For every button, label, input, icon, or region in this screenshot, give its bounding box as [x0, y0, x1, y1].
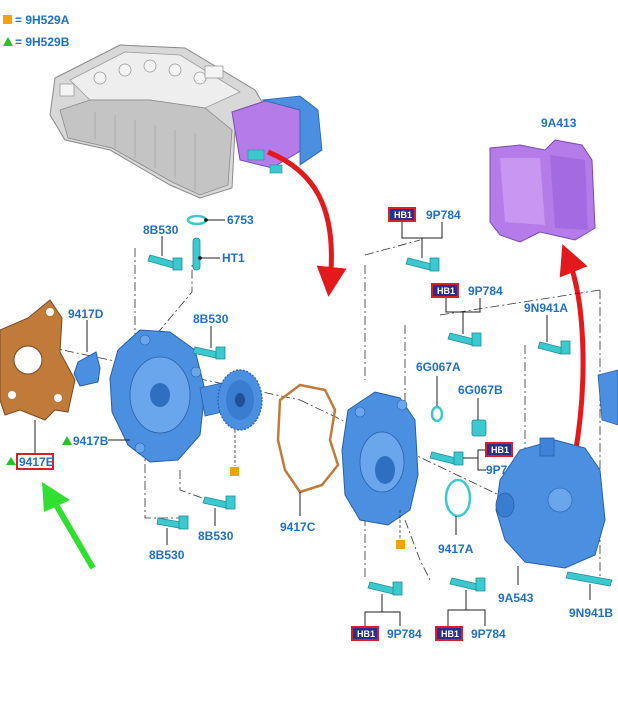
label-9n941a: 9N941A — [524, 301, 568, 315]
gear — [199, 369, 263, 466]
bolt-8b530-top — [147, 254, 183, 271]
label-9417e: 9417E — [19, 455, 54, 469]
oring-9417a — [444, 478, 472, 518]
hb1-tag-b-text: HB1 — [437, 286, 455, 296]
bolt-8b530-low1 — [156, 515, 189, 530]
label-9417c: 9417C — [280, 520, 316, 534]
hb1-tag-a — [388, 207, 416, 222]
triangle-marker-9417e — [6, 457, 16, 465]
oring-6753 — [186, 214, 208, 226]
label-9p784-a: 9P784 — [426, 208, 461, 222]
bracket-partial — [597, 369, 618, 426]
label-9a543: 9A543 — [498, 591, 534, 605]
hb1-tag-c — [485, 442, 513, 457]
label-6753: 6753 — [227, 213, 254, 227]
green-arrow — [42, 482, 96, 570]
fuel-pump-9a543 — [495, 437, 606, 569]
highlight-box-9417e — [16, 453, 54, 470]
label-ht1: HT1 — [222, 251, 245, 265]
label-9417b: 9417B — [73, 434, 109, 448]
label-8b530-mid: 8B530 — [193, 312, 229, 326]
cover-9a413 — [489, 139, 596, 243]
bolt-8b530-low2 — [202, 495, 236, 510]
label-9a413: 9A413 — [541, 116, 577, 130]
bolt-9p784-a — [405, 257, 440, 272]
bolt-9p784-b — [447, 332, 482, 347]
label-9417d: 9417D — [68, 307, 104, 321]
pin-ht1 — [192, 237, 201, 271]
bolt-9p784-e — [449, 577, 486, 592]
label-8b530-low2: 8B530 — [198, 529, 234, 543]
bolt-9n941a — [537, 340, 571, 355]
hb1-tag-e-text: HB1 — [441, 629, 459, 639]
label-6g067a: 6G067A — [416, 360, 461, 374]
label-9p784-d: 9P784 — [387, 627, 422, 641]
bolt-9p784-d — [367, 581, 403, 596]
label-9p784-b: 9P784 — [468, 284, 503, 298]
label-6g067b: 6G067B — [458, 383, 503, 397]
legend: = 9H529A = 9H529B — [3, 13, 70, 49]
label-8b530-top: 8B530 — [143, 223, 179, 237]
red-arrow-up — [559, 244, 588, 456]
legend-label-9h529b: = 9H529B — [15, 35, 70, 49]
label-9417a: 9417A — [438, 542, 474, 556]
label-9p784-e: 9P784 — [471, 627, 506, 641]
triangle-marker-9417b — [62, 436, 72, 445]
hb1-tag-b — [431, 283, 459, 298]
square-marker-gear — [230, 467, 239, 476]
gasket-9417e — [0, 299, 76, 421]
bolt-9n941b — [565, 571, 613, 587]
legend-label-9h529a: = 9H529A — [15, 13, 70, 27]
label-8b530-low1: 8B530 — [149, 548, 185, 562]
hb1-tag-e — [435, 626, 463, 641]
gasket-9417c — [276, 383, 340, 494]
pump-housing-9417b — [109, 329, 206, 463]
adapter-housing — [341, 391, 419, 526]
ring-6g067a — [430, 405, 444, 423]
square-marker-adapter — [396, 540, 405, 549]
hb1-tag-d — [351, 626, 379, 641]
red-arrow-down — [267, 149, 347, 297]
legend-square-icon — [3, 15, 12, 24]
plug-6g067b — [471, 419, 487, 437]
bolt-8b530-mid — [192, 346, 226, 360]
hb1-tag-c-text: HB1 — [491, 445, 509, 455]
hb1-tag-a-text: HB1 — [394, 210, 412, 220]
legend-triangle-icon — [3, 37, 13, 46]
coupling-9417d — [73, 351, 101, 387]
label-9n941b: 9N941B — [569, 606, 613, 620]
hb1-tag-d-text: HB1 — [357, 629, 375, 639]
engine-block — [49, 44, 323, 199]
bolt-9p784-c — [429, 451, 464, 466]
